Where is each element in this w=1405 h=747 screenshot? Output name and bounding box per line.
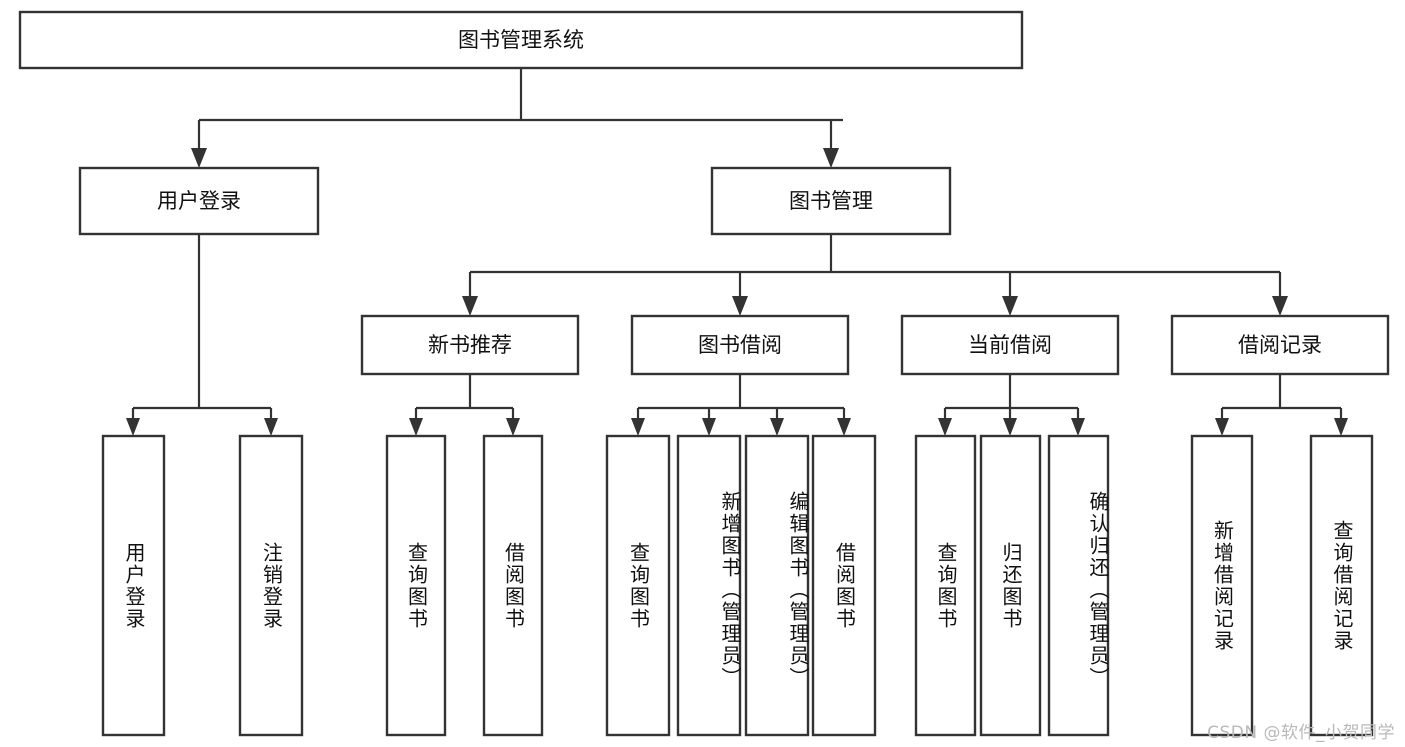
node-user-login[interactable]: 用户登录 <box>78 166 320 236</box>
leaf-box-return-book[interactable] <box>979 434 1042 737</box>
leaf-box-borrow-book-2[interactable] <box>811 434 877 737</box>
leaf-box-query-book-3[interactable] <box>914 434 977 737</box>
arrow-head-leaf-query-record <box>1334 418 1348 436</box>
connector-group-borrow <box>631 374 851 436</box>
arrow-head-leaf-add-record <box>1215 418 1229 436</box>
leaf-box-query-book-1[interactable] <box>385 434 447 737</box>
connector-group-user-login <box>126 234 278 436</box>
leaf-box-query-record[interactable] <box>1309 434 1374 737</box>
leaf-box-group <box>101 434 1374 737</box>
node-current-borrow-label: 当前借阅 <box>968 333 1052 357</box>
connector-group-newbook <box>409 374 520 436</box>
node-borrow-record-box[interactable] <box>1170 314 1390 376</box>
arrow-head-borrow <box>732 296 748 316</box>
node-new-book-recommend[interactable]: 新书推荐 <box>360 314 580 376</box>
node-book-borrow[interactable]: 图书借阅 <box>630 314 850 376</box>
node-root-label: 图书管理系统 <box>458 28 584 52</box>
leaf-box-borrow-book-1[interactable] <box>482 434 544 737</box>
arrow-head-current <box>1002 296 1018 316</box>
node-current-borrow[interactable]: 当前借阅 <box>900 314 1120 376</box>
leaf-box-add-book[interactable] <box>676 434 742 737</box>
leaf-box-add-record[interactable] <box>1190 434 1254 737</box>
node-book-borrow-box[interactable] <box>630 314 850 376</box>
connector-group-current <box>938 374 1085 436</box>
node-borrow-record-label: 借阅记录 <box>1238 333 1322 357</box>
leaf-box-edit-book[interactable] <box>744 434 810 737</box>
node-new-book-recommend-box[interactable] <box>360 314 580 376</box>
node-current-borrow-box[interactable] <box>900 314 1120 376</box>
arrow-head-leaf-user-login <box>126 418 140 436</box>
arrow-head-user-login <box>191 148 207 168</box>
arrow-head-leaf-return-book <box>1003 418 1017 436</box>
node-new-book-recommend-label: 新书推荐 <box>428 333 512 357</box>
node-borrow-record[interactable]: 借阅记录 <box>1170 314 1390 376</box>
node-root[interactable]: 图书管理系统 <box>18 10 1024 70</box>
arrow-head-leaf-query-book-1 <box>409 418 423 436</box>
leaf-box-logout[interactable] <box>238 434 304 737</box>
arrow-head-leaf-edit-book <box>770 418 784 436</box>
connector-group-book-mgmt <box>462 234 1288 316</box>
arrow-head-newbook <box>462 296 478 316</box>
node-book-borrow-label: 图书借阅 <box>698 333 782 357</box>
arrow-head-leaf-borrow-book-1 <box>506 418 520 436</box>
leaf-box-query-book-2[interactable] <box>605 434 671 737</box>
arrow-head-leaf-logout <box>264 418 278 436</box>
arrow-head-leaf-confirm-return <box>1071 418 1085 436</box>
node-book-management[interactable]: 图书管理 <box>710 166 952 236</box>
node-book-management-label: 图书管理 <box>789 189 873 213</box>
node-root-box[interactable] <box>18 10 1024 70</box>
connector-group-record <box>1215 374 1348 436</box>
node-user-login-box[interactable] <box>78 166 320 236</box>
arrow-head-leaf-add-book <box>702 418 716 436</box>
leaf-box-user-login[interactable] <box>101 434 166 737</box>
node-book-management-box[interactable] <box>710 166 952 236</box>
node-user-login-label: 用户登录 <box>157 189 241 213</box>
connector-group-root <box>191 68 843 168</box>
arrow-head-book-mgmt <box>823 148 839 168</box>
arrow-head-record <box>1272 296 1288 316</box>
arrow-head-leaf-borrow-book-2 <box>837 418 851 436</box>
leaf-box-confirm-return[interactable] <box>1047 434 1110 737</box>
csdn-watermark: CSDN @软件_小贺同学 <box>1207 723 1395 743</box>
arrow-head-leaf-query-book-3 <box>938 418 952 436</box>
arrow-head-leaf-query-book-2 <box>631 418 645 436</box>
